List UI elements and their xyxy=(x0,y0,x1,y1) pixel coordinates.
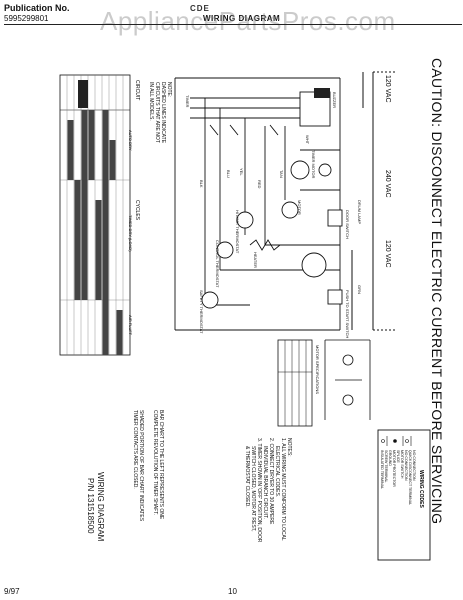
header-rule xyxy=(4,24,462,25)
label-tan: TAN xyxy=(279,170,284,178)
label-control-thermostat: CONTROL THERMOSTAT xyxy=(215,240,220,288)
motor-switch-diagram xyxy=(324,339,371,420)
voltage-240: 240 VAC xyxy=(384,170,391,198)
wiring-code-5: SPLICE xyxy=(396,450,400,463)
voltage-120-top: 120 VAC xyxy=(384,75,391,103)
main-notes: NOTES: 1. ALL WIRING MUST CONFORM TO LOC… xyxy=(244,438,292,543)
footer-date: 9/97 xyxy=(4,587,20,596)
label-red: RED xyxy=(257,180,262,189)
buzzer-box xyxy=(314,88,330,98)
label-motor: MOTOR xyxy=(297,200,302,215)
bar-chart-shading xyxy=(67,110,123,355)
motor-spec-title: MOTOR SPECIFICATIONS xyxy=(315,345,320,394)
chart-label-timed-dry: TIMED DRY (LOAD) xyxy=(128,215,133,252)
diagram-id-line-2: P/N 131518500 xyxy=(86,478,95,534)
label-yel: YEL xyxy=(239,168,244,176)
component-labels: TIMER BUZZER TIMER MOTOR DOOR SWITCH MOT… xyxy=(185,92,362,338)
label-door-switch: DOOR SWITCH xyxy=(345,210,350,239)
bar-note-line-4: TIMER CONTACTS ARE CLOSED. xyxy=(132,410,138,489)
page-title: WIRING DIAGRAM xyxy=(203,14,281,23)
bar-note-line-3: SHADED PORTION OF BAR CHART INDICATES xyxy=(138,410,144,522)
notes-line-3: ELECTRICAL CODES. xyxy=(274,446,280,497)
wiring-codes-title: WIRING CODES xyxy=(418,470,424,508)
dashed-note-line-1: NOTE: xyxy=(166,82,172,97)
wiring-code-7: GROUND xyxy=(388,450,392,466)
publication-label: Publication No. xyxy=(4,3,70,13)
chart-label-circuit: CIRCUIT xyxy=(134,80,140,100)
chart-label-air-fluff: AIR FLUFF xyxy=(128,315,133,336)
label-drum-lamp: DRUM LAMP xyxy=(357,200,362,224)
label-push-to-start: PUSH TO START SWITCH xyxy=(345,290,350,338)
notes-line-7: SWITCH CLOSED, MOTOR AT REST, xyxy=(250,446,256,532)
notes-line-8: & THERMOSTAT CLOSED. xyxy=(244,446,250,508)
watermark: AppliancePartsPros.com xyxy=(100,6,396,36)
label-wht: WHT xyxy=(305,135,310,145)
label-timer-motor: TIMER MOTOR xyxy=(311,150,316,178)
label-heater: HEATER xyxy=(253,252,258,268)
chart-label-auto-dry: AUTO DRY xyxy=(128,130,133,151)
diagram-id: WIRING DIAGRAM P/N 131518500 xyxy=(86,472,105,542)
label-blk: BLK xyxy=(199,180,204,188)
label-grn: GRN xyxy=(357,285,362,294)
wiring-code-1: NO CONNECTION xyxy=(412,450,416,481)
caution-text: CAUTION: DISCONNECT ELECTRIC CURRENT BEF… xyxy=(429,58,445,524)
bar-note-line-1: BAR CHART TO THE LEFT REPRESENTS ONE xyxy=(158,410,164,520)
timer-bar-chart: CIRCUIT CYCLES AUTO DRY TIMED DRY (LOAD)… xyxy=(59,74,140,356)
dashed-note-line-3: CIRCUITS THAT ARE NOT xyxy=(154,82,160,143)
label-timer: TIMER xyxy=(185,95,190,108)
notes-line-2: 1. ALL WIRING MUST CONFORM TO LOCAL xyxy=(280,438,286,541)
model-number: CDE xyxy=(190,4,210,13)
wiring-code-8: SCREW TERMINAL xyxy=(384,450,388,482)
bar-chart-grid xyxy=(60,75,130,355)
notes-line-1: NOTES: xyxy=(286,438,292,457)
label-safety-thermostat: SAFETY THERMOSTAT xyxy=(199,290,204,334)
motor-spec-box: MOTOR SPECIFICATIONS xyxy=(277,339,320,427)
notes-line-6: 3. TIMER SHOWN IN 'OFF' POSITION, DOOR xyxy=(256,438,262,543)
publication-number: 5995299801 xyxy=(4,14,49,23)
notes-line-5: INDIVIDUAL BRANCH CIRCUIT. xyxy=(262,446,268,519)
power-lines xyxy=(351,71,395,331)
label-blu: BLU xyxy=(226,170,231,178)
bar-note-line-2: COMPLETE REVOLUTION OF TIMER SHAFT. xyxy=(152,410,158,515)
bar-chart-notes: BAR CHART TO THE LEFT REPRESENTS ONE COM… xyxy=(132,410,164,522)
label-buzzer: BUZZER xyxy=(332,92,337,108)
wiring-code-4: MOTOR SWITCH xyxy=(400,450,404,479)
footer-page-number: 10 xyxy=(228,587,237,596)
dashed-note: NOTE: DASHED LINES INDICATE CIRCUITS THA… xyxy=(148,82,172,144)
label-hi-limit: HI LIMIT THERMOSTAT xyxy=(235,210,240,254)
wiring-code-9: INSULATED TERMINAL xyxy=(380,450,384,489)
chart-label-cycles: CYCLES xyxy=(134,200,140,221)
wiring-code-3: NO CONNECTION xyxy=(404,450,408,481)
notes-line-4: 2. CONNECT DRYER TO 30 AMPERE xyxy=(268,438,274,525)
voltage-120-bottom: 120 VAC xyxy=(384,240,391,268)
wiring-codes-legend: WIRING CODES NO CONNECTION QUICK DISCONN… xyxy=(377,429,431,561)
wiring-code-6: MOTOR PROTECTOR xyxy=(392,450,396,487)
dashed-note-line-4: IN ALL MODELS. xyxy=(148,82,154,121)
diagram-id-line-1: WIRING DIAGRAM xyxy=(96,472,105,542)
dashed-note-line-2: DASHED LINES INDICATE xyxy=(160,82,166,144)
wiring-code-2: QUICK DISCONNECT TERMINAL xyxy=(408,450,412,505)
